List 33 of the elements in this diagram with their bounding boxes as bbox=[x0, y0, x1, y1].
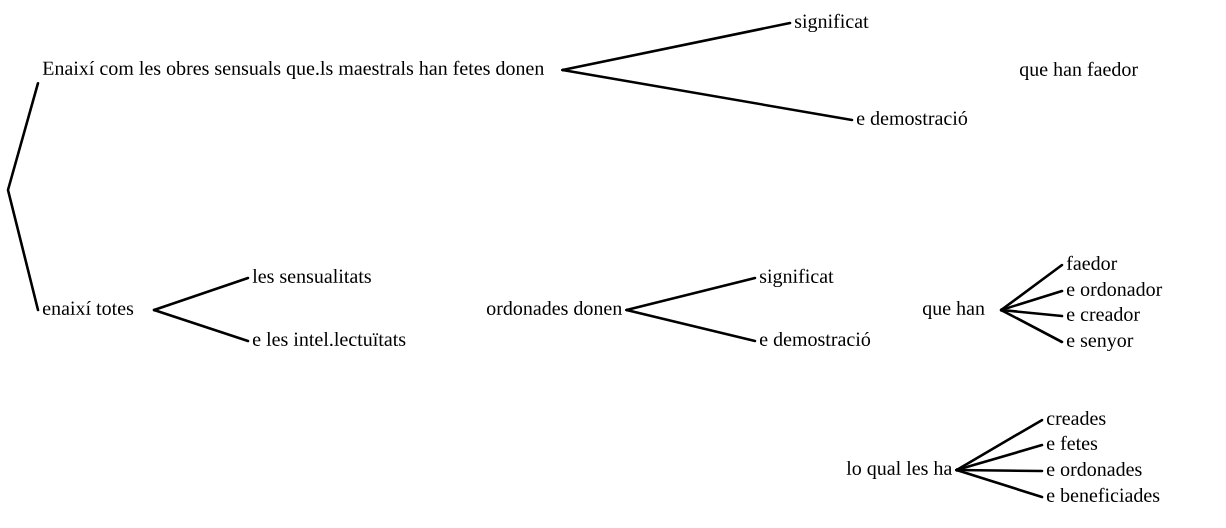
bracket-line bbox=[561, 68, 854, 122]
bracket-line bbox=[561, 21, 792, 72]
bracket-line bbox=[955, 418, 1044, 472]
bracket-line bbox=[955, 443, 1044, 472]
bracket-line bbox=[625, 276, 757, 312]
bracket-line bbox=[152, 276, 250, 312]
phrase-text: faedor bbox=[1066, 255, 1118, 270]
bracket-line bbox=[999, 263, 1064, 312]
phrase-text: e demostració bbox=[857, 110, 968, 125]
phrase-text: lo qual les ha bbox=[846, 460, 952, 480]
phrase-text: les sensualitats bbox=[252, 268, 371, 283]
phrase-text: e ordonades bbox=[1047, 461, 1142, 476]
phrase-text: creades bbox=[1047, 410, 1106, 425]
phrase-text: e senyor bbox=[1067, 337, 1134, 352]
phrase-text: Enaixí com les obres sensuals que.ls maestrals han fetes donen bbox=[42, 60, 545, 80]
bracket-line bbox=[999, 289, 1064, 312]
bracket-line bbox=[6, 81, 40, 312]
bracket-line bbox=[625, 308, 757, 343]
phrase-text: significat bbox=[795, 13, 869, 33]
phrase-text: enaixí totes bbox=[43, 300, 134, 315]
phrase-text: e creador bbox=[1067, 306, 1140, 321]
phrase-text: e demostració bbox=[760, 331, 871, 346]
phrase-text: e fetes bbox=[1047, 435, 1098, 450]
phrase-text: que han faedor bbox=[1019, 61, 1138, 81]
bracket-line bbox=[955, 468, 1044, 499]
phrase-text: e les intel.lectuïtats bbox=[253, 331, 406, 347]
bracket-line bbox=[152, 308, 250, 343]
phrase-text: ordonades donen bbox=[487, 300, 622, 315]
phrase-text: e beneficiades bbox=[1047, 487, 1160, 502]
phrase-text: que han bbox=[922, 300, 985, 320]
bracket-line bbox=[999, 308, 1064, 344]
phrase-text: significat bbox=[760, 268, 834, 288]
phrase-text: e ordonador bbox=[1067, 281, 1163, 296]
